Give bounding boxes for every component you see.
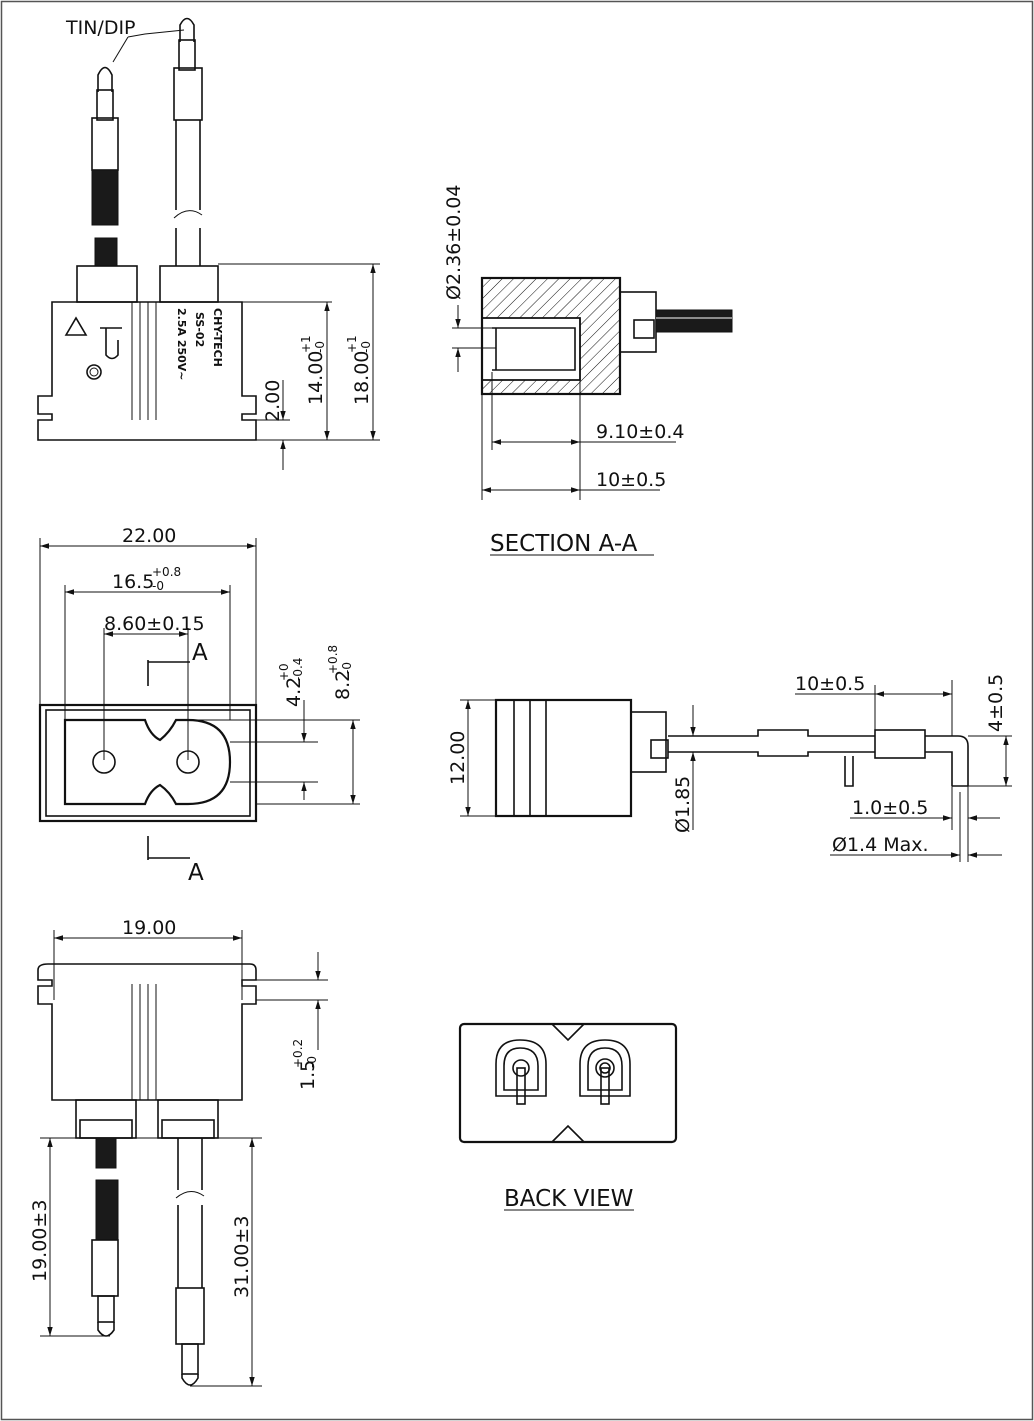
front-dim-2: 2.00 [262, 380, 284, 422]
side-lead-10: 10±0.5 [795, 673, 865, 695]
side-bend-4: 4±0.5 [985, 674, 1007, 732]
right-wire [173, 17, 203, 266]
bottom-body [37, 963, 257, 1101]
back-socket-right-icon [579, 1039, 631, 1105]
front-dim-14-tol-plus: +1 [299, 335, 313, 353]
face-pitch: 8.60±0.15 [104, 613, 205, 635]
front-dim-18: 18.00 [351, 351, 373, 405]
face-dim-82: 8.2 [332, 670, 354, 700]
face-width-165: 16.5 [112, 571, 154, 593]
section-dim-10: 10±0.5 [596, 469, 666, 491]
bottom-dim-15-tol-plus: +0.2 [291, 1039, 305, 1068]
bottom-width-19: 19.00 [122, 917, 176, 939]
face-contour [63, 718, 232, 806]
front-dim-14-tol-minus: -0 [313, 341, 327, 353]
side-dia-185: Ø1.85 [672, 776, 694, 833]
side-height-12: 12.00 [447, 731, 469, 785]
bottom-view: 19.00 1.5 +0.2 -0 19 [29, 917, 328, 1387]
face-dim-42-tol-minus: -0.4 [291, 658, 305, 681]
back-socket-left-icon [495, 1039, 547, 1105]
section-a-a: Ø2.36±0.04 9.10±0.4 10±0.5 SECTION A-A [443, 185, 733, 557]
back-view: BACK VIEW [458, 1022, 678, 1212]
section-dim-910: 9.10±0.4 [596, 421, 684, 443]
back-view-title: BACK VIEW [504, 1186, 633, 1212]
tin-dip-label: TIN/DIP [65, 17, 136, 39]
section-title: SECTION A-A [490, 531, 638, 557]
left-wire [91, 66, 119, 267]
side-dim-10-05: 1.0±0.5 [852, 797, 928, 819]
bottom-dim-15: 1.5 [297, 1060, 319, 1090]
certification-logos-icon [64, 316, 122, 380]
face-dim-42: 4.2 [283, 677, 305, 707]
face-width-165-tol-minus: -0 [152, 579, 164, 593]
front-dim-18-tol-plus: +1 [345, 335, 359, 353]
bottom-wire-19: 19.00±3 [29, 1200, 51, 1282]
front-dim-14: 14.00 [305, 351, 327, 405]
face-dim-82-tol-plus: +0.8 [326, 645, 340, 674]
bottom-wire-31: 31.00±3 [231, 1216, 253, 1298]
side-dia-14: Ø1.4 Max. [832, 834, 929, 856]
side-view: 12.00 Ø1.85 10±0.5 4±0.5 1.0±0.5 Ø1.4 Ma… [447, 673, 1012, 862]
section-dia-236: Ø2.36±0.04 [443, 185, 465, 300]
front-dim-18-tol-minus: -0 [359, 341, 373, 353]
brand-rating: 2.5A 250V~ [175, 308, 188, 381]
brand-maker: CHY-TECH [211, 308, 224, 367]
section-mark-bottom: A [188, 860, 204, 886]
brand-model: SS-02 [193, 312, 206, 347]
face-dim-42-tol-plus: +0 [277, 663, 291, 681]
section-mark-top: A [192, 640, 208, 666]
face-width-165-tol-plus: +0.8 [152, 565, 181, 579]
face-dim-82-tol-minus: -0 [340, 662, 354, 674]
face-width-22: 22.00 [122, 525, 176, 547]
front-view: TIN/DIP [37, 17, 380, 470]
face-view: 22.00 16.5 +0.8 -0 8.60±0.15 A A 4.2 +0 … [38, 525, 360, 886]
bottom-dim-15-tol-minus: -0 [305, 1056, 319, 1068]
